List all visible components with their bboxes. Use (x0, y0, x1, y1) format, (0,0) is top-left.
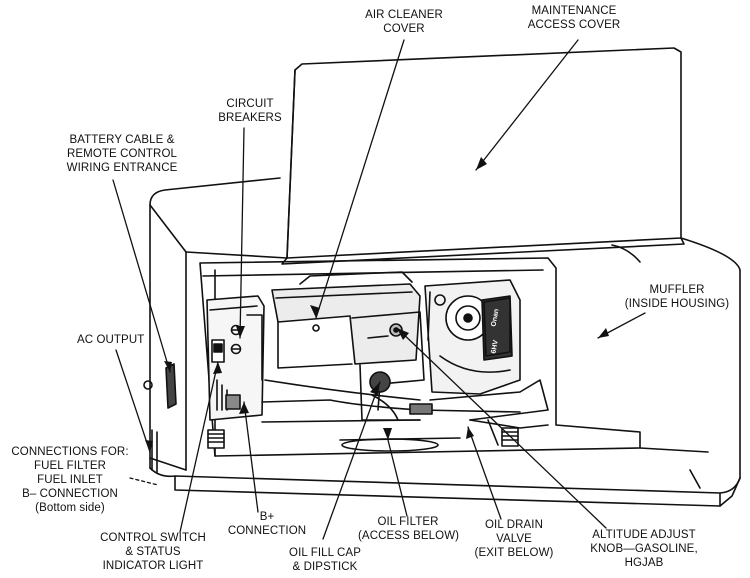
label-ac-output: AC OUTPUT (77, 334, 145, 346)
label-connections: CONNECTIONS FOR: FUEL FILTER FUEL INLET … (11, 446, 129, 514)
side-entrances (143, 363, 177, 473)
label-battery-cable: BATTERY CABLE & REMOTE CONTROL WIRING EN… (66, 134, 178, 174)
control-panel (206, 295, 265, 421)
maintenance-access-cover-panel (281, 47, 685, 265)
decal-model-text: 6HV (491, 339, 500, 354)
housing-shell (149, 177, 741, 507)
label-circuit-breakers: CIRCUIT BREAKERS (218, 98, 282, 124)
label-control-switch: CONTROL SWITCH & STATUS INDICATOR LIGHT (100, 532, 206, 572)
label-oil-filter: OIL FILTER (ACCESS BELOW) (358, 516, 460, 542)
label-maintenance-access-cover: MAINTENANCE ACCESS COVER (527, 5, 621, 31)
label-b-plus-connection: B+ CONNECTION (227, 511, 307, 537)
label-air-cleaner-cover: AIR CLEANER COVER (365, 9, 443, 35)
decal-brand-text: Onan (491, 308, 501, 327)
engine-decal (483, 297, 511, 357)
label-altitude-adjust: ALTITUDE ADJUST KNOB—GASOLINE, HGJAB (590, 529, 698, 569)
air-cleaner-cover (271, 271, 421, 369)
label-oil-fill-cap: OIL FILL CAP & DIPSTICK (289, 547, 361, 573)
label-muffler: MUFFLER (INSIDE HOUSING) (624, 284, 730, 310)
leader-arrowheads (145, 157, 609, 452)
label-oil-drain-valve: OIL DRAIN VALVE (EXIT BELOW) (474, 519, 554, 559)
